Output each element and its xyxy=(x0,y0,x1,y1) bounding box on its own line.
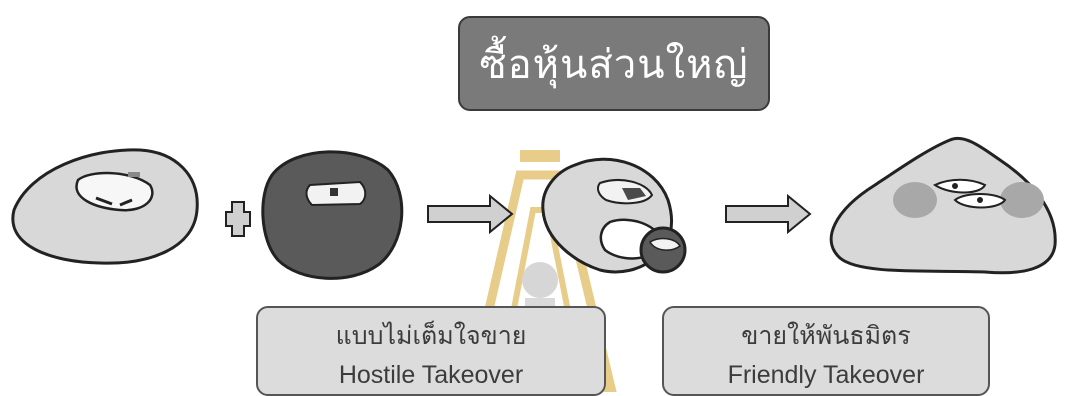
friendly-takeover-box: ขายให้พันธมิตร Friendly Takeover xyxy=(662,306,990,396)
friendly-english-label: Friendly Takeover xyxy=(727,360,925,389)
title-text: ซื้อหุ้นส่วนใหญ่ xyxy=(479,41,749,88)
hostile-takeover-box: แบบไม่เต็มใจขาย Hostile Takeover xyxy=(256,306,606,396)
plus-icon xyxy=(225,201,251,237)
arrow-right-icon xyxy=(427,193,514,235)
takeover-blob xyxy=(541,157,687,274)
large-company-blob xyxy=(261,150,404,280)
hostile-thai-label: แบบไม่เต็มใจขาย xyxy=(335,322,527,351)
hostile-english-label: Hostile Takeover xyxy=(338,360,524,389)
arrow-right-icon xyxy=(725,193,812,235)
friendly-thai-label: ขายให้พันธมิตร xyxy=(741,322,911,351)
title-box: ซื้อหุ้นส่วนใหญ่ xyxy=(458,16,770,111)
small-company-blob xyxy=(11,148,199,265)
merged-company-blob xyxy=(829,136,1057,275)
